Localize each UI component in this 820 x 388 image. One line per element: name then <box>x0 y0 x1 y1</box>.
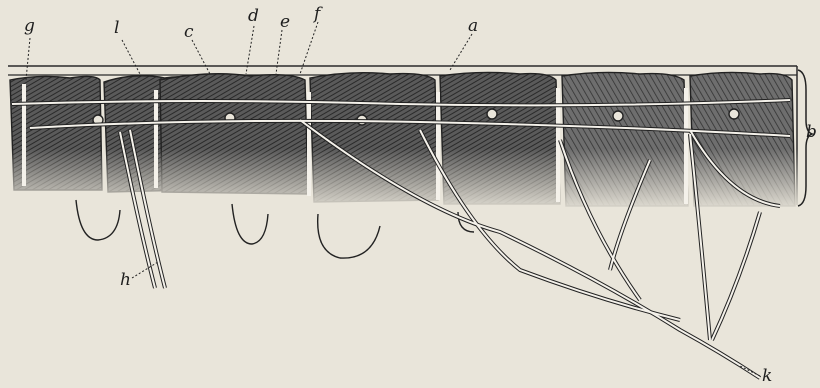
label-c: c <box>184 24 194 41</box>
label-g: g <box>24 18 35 35</box>
label-e: e <box>280 14 290 31</box>
label-l: l <box>114 20 119 37</box>
label-k: k <box>762 368 772 385</box>
label-h: h <box>120 272 131 289</box>
label-f: f <box>314 6 320 23</box>
label-d: d <box>248 8 259 25</box>
label-b: b <box>806 124 817 141</box>
label-a: a <box>468 18 478 35</box>
